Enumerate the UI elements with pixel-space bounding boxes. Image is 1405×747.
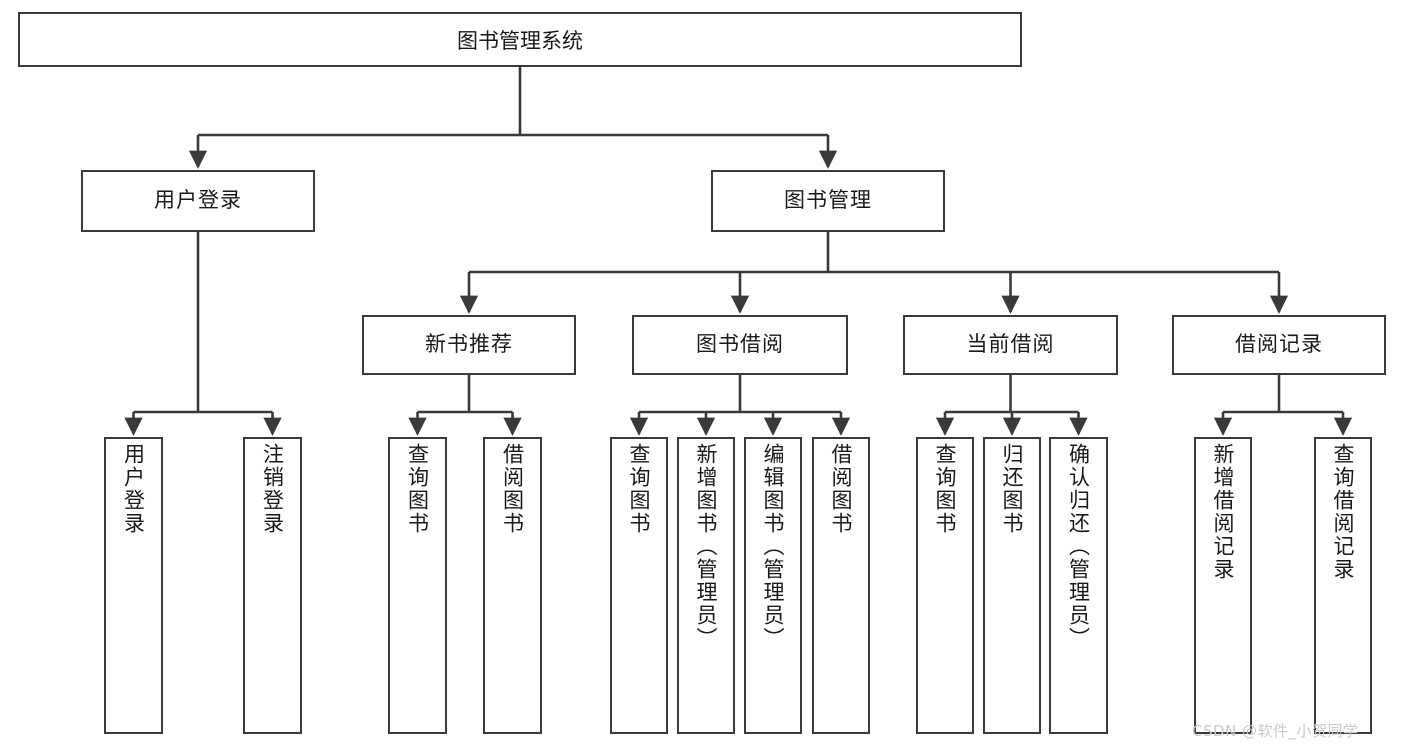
leaf-label: 查询图书: [405, 443, 430, 535]
node-user-login[interactable]: 用户登录: [81, 170, 315, 232]
leaf-label: 新增借阅记录: [1211, 443, 1236, 581]
node-leaf-confirm-return[interactable]: 确认归还（管理员）: [1049, 437, 1108, 734]
node-leaf-query-book-1[interactable]: 查询图书: [388, 437, 447, 734]
leaf-label: 新增图书（管理员）: [694, 443, 719, 650]
node-leaf-edit-book[interactable]: 编辑图书（管理员）: [744, 437, 802, 734]
node-leaf-user-logout[interactable]: 注销登录: [243, 437, 302, 734]
leaf-label: 注销登录: [260, 443, 285, 535]
leaf-label: 借阅图书: [500, 443, 525, 535]
node-leaf-return-book[interactable]: 归还图书: [983, 437, 1041, 734]
leaf-label: 用户登录: [121, 443, 146, 535]
node-leaf-query-record[interactable]: 查询借阅记录: [1314, 437, 1372, 734]
node-leaf-add-book[interactable]: 新增图书（管理员）: [677, 437, 735, 734]
node-leaf-add-record[interactable]: 新增借阅记录: [1194, 437, 1252, 734]
leaf-label: 借阅图书: [829, 443, 854, 535]
node-leaf-borrow-book-2[interactable]: 借阅图书: [812, 437, 870, 734]
leaf-label: 查询图书: [933, 443, 958, 535]
node-root[interactable]: 图书管理系统: [18, 12, 1022, 67]
leaf-label: 确认归还（管理员）: [1066, 443, 1091, 650]
watermark: CSDN @软件_小贺同学: [1192, 722, 1359, 740]
leaf-label: 查询借阅记录: [1331, 443, 1356, 581]
leaf-label: 查询图书: [627, 443, 652, 535]
node-new-book-recommend[interactable]: 新书推荐: [362, 315, 576, 375]
leaf-label: 归还图书: [1000, 443, 1025, 535]
node-leaf-query-book-2[interactable]: 查询图书: [610, 437, 668, 734]
node-leaf-query-book-3[interactable]: 查询图书: [916, 437, 974, 734]
node-leaf-user-login[interactable]: 用户登录: [104, 437, 163, 734]
node-book-manage[interactable]: 图书管理: [711, 170, 945, 232]
node-leaf-borrow-book-1[interactable]: 借阅图书: [483, 437, 542, 734]
leaf-label: 编辑图书（管理员）: [761, 443, 786, 650]
node-book-borrow[interactable]: 图书借阅: [632, 315, 848, 375]
node-current-borrow[interactable]: 当前借阅: [903, 315, 1118, 375]
node-borrow-record[interactable]: 借阅记录: [1172, 315, 1386, 375]
